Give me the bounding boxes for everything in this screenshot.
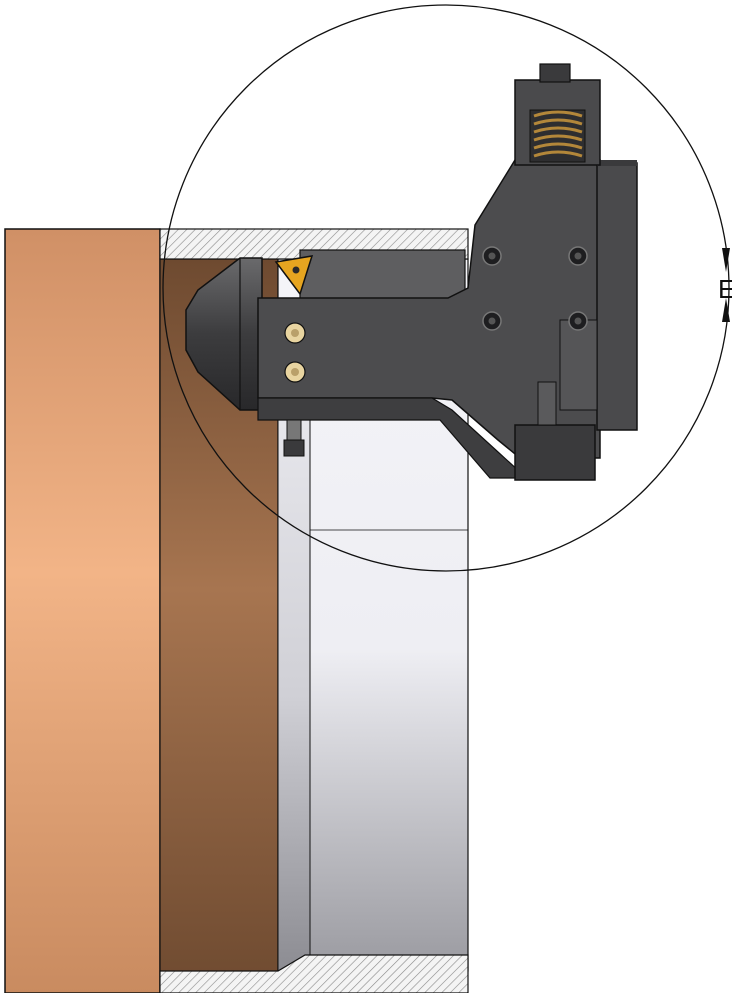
clamp-screw xyxy=(284,322,306,344)
insert-screw xyxy=(292,266,300,274)
cap-screw xyxy=(568,311,588,331)
cap-screw xyxy=(482,311,502,331)
detail-arrow-icon xyxy=(722,298,730,322)
adjust-bolt xyxy=(283,419,305,457)
boring-bar-upper xyxy=(299,249,466,303)
section-hatch-bottom xyxy=(159,954,469,993)
spring xyxy=(533,110,583,158)
cutting-insert xyxy=(274,255,314,296)
workpiece-outer-face xyxy=(4,228,161,993)
boring-tool xyxy=(185,63,638,481)
side-plate xyxy=(596,162,638,431)
detail-arrow-icon xyxy=(722,248,730,272)
detail-view-label: E xyxy=(718,274,732,304)
adjust-block xyxy=(514,424,596,481)
cap-screw xyxy=(482,246,502,266)
cap-screw xyxy=(568,246,588,266)
housing-inner-wall xyxy=(277,419,311,972)
detail-view-circle xyxy=(162,4,730,572)
clamp-screw xyxy=(284,361,306,383)
